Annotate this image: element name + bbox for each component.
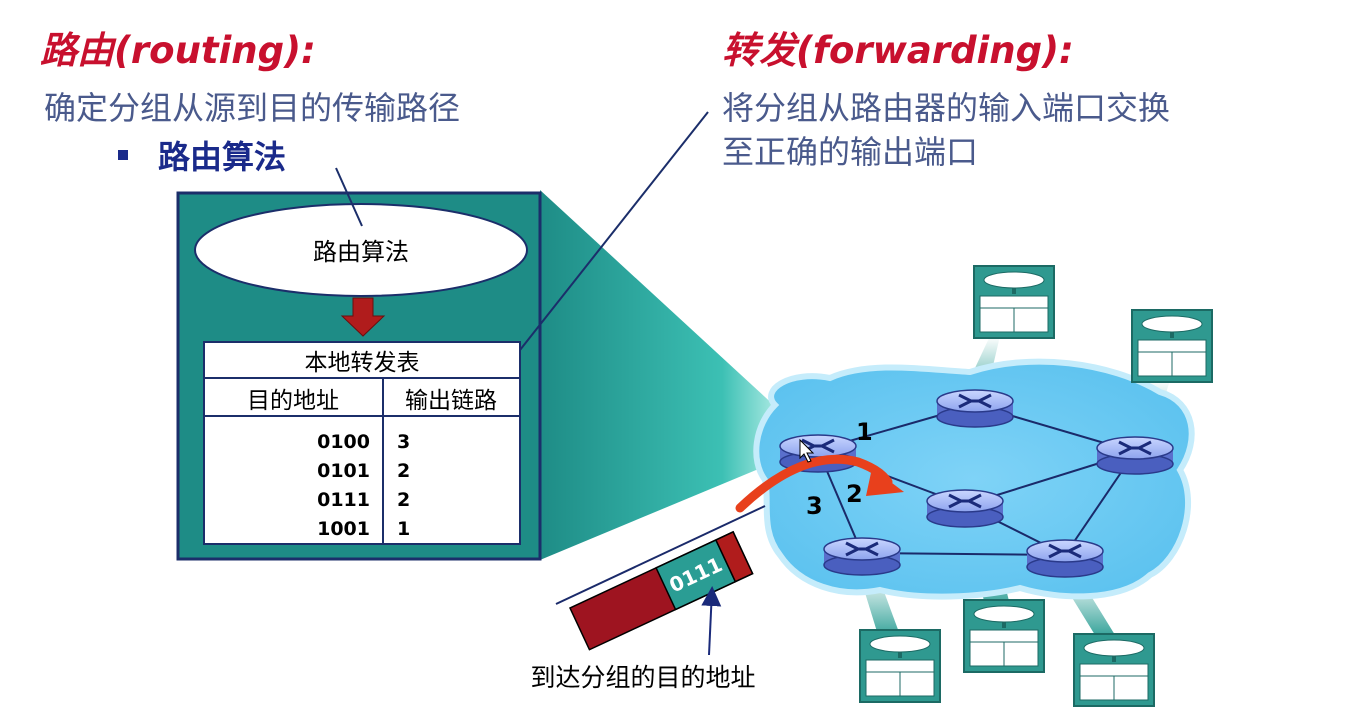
forwarding-arrow xyxy=(735,454,893,513)
link-label-1: 1 xyxy=(856,418,873,446)
bullet-pointer-line xyxy=(335,167,363,227)
host-table-icon xyxy=(973,265,1055,339)
caption-pointer-arrow xyxy=(701,586,722,656)
host-table-icon xyxy=(1131,309,1213,383)
table-cell-dest: 0100 xyxy=(317,431,370,453)
router-icon xyxy=(822,536,902,577)
packet: 0111 xyxy=(555,505,766,651)
forwarding-description-line-2: 至正确的输出端口 xyxy=(722,133,979,171)
routing-description: 确定分组从源到目的传输路径 xyxy=(44,89,461,127)
routing-bullet-text: 路由算法 xyxy=(158,138,287,176)
forwarding-description-line-1: 将分组从路由器的输入端口交换 xyxy=(722,89,1171,127)
col-header-link: 输出链路 xyxy=(405,388,497,414)
down-arrow-icon xyxy=(340,297,386,337)
col-header-dest: 目的地址 xyxy=(247,388,339,414)
table-cell-dest: 0111 xyxy=(317,489,370,511)
bullet-marker xyxy=(118,150,128,160)
host-table-icon xyxy=(1073,633,1155,707)
forwarding-table: 本地转发表 目的地址 输出链路 0100 3 0101 2 0111 2 1001 1 xyxy=(203,341,521,545)
cursor-icon xyxy=(799,438,815,463)
router-icon xyxy=(925,488,1005,529)
packet-caption: 到达分组的目的地址 xyxy=(530,663,755,692)
link-label-2: 2 xyxy=(846,480,863,508)
router-icon xyxy=(935,388,1015,429)
router-icon xyxy=(1025,538,1105,579)
table-cell-link: 3 xyxy=(397,431,410,453)
host-table-icon xyxy=(859,629,941,703)
forwarding-heading: 转发(forwarding): xyxy=(722,29,1074,72)
table-cell-link: 2 xyxy=(397,489,410,511)
forwarding-pointer-line xyxy=(519,111,709,351)
routing-algorithm-ellipse xyxy=(194,203,528,297)
forwarding-arrow-head xyxy=(866,468,904,496)
table-cell-link: 2 xyxy=(397,460,410,482)
link-label-3: 3 xyxy=(806,492,823,520)
table-title: 本地转发表 xyxy=(305,350,420,376)
router-icon xyxy=(1095,435,1175,476)
table-cell-dest: 0101 xyxy=(317,460,370,482)
magnify-fan xyxy=(540,190,800,560)
host-table-icon xyxy=(963,599,1045,673)
table-cell-link: 1 xyxy=(397,518,410,540)
table-cell-dest: 1001 xyxy=(317,518,370,540)
routing-heading: 路由(routing): xyxy=(40,29,316,72)
routing-algorithm-label: 路由算法 xyxy=(313,238,409,266)
